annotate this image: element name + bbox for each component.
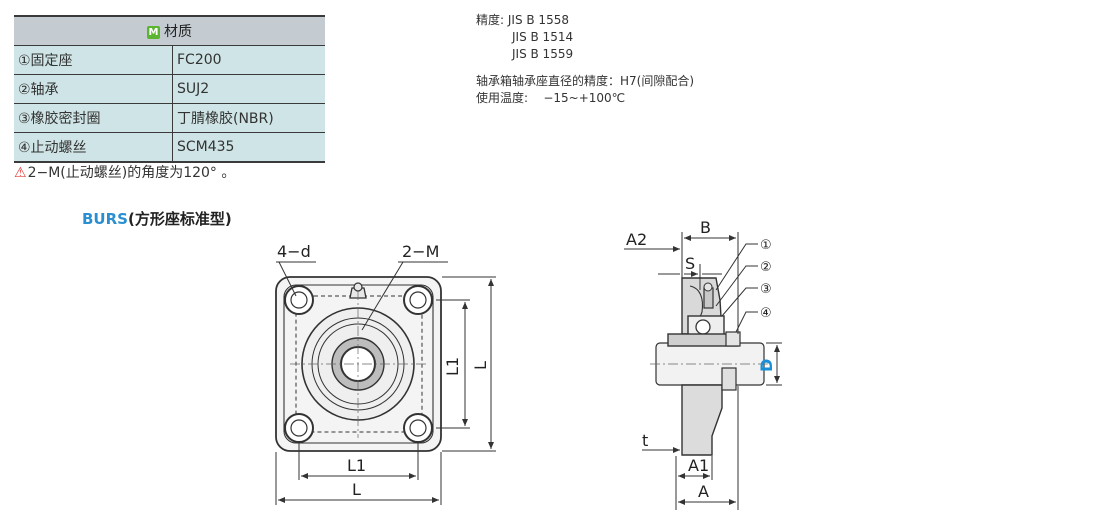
angle-note-text: 2−M(止动螺丝)的角度为120° 。 [27, 165, 236, 181]
standard-item: JIS B 1558 [507, 13, 569, 27]
warning-icon: ⚠ [14, 165, 27, 181]
side-dimensions [624, 232, 782, 510]
table-row: ④止动螺丝 SCM435 [14, 132, 325, 163]
material-table-header-row: M 材质 [14, 15, 325, 46]
material-table-header: M 材质 [14, 15, 325, 46]
model-name: (方形座标准型) [127, 210, 232, 228]
specifications: 精度: JIS B 1558 JIS B 1514 JIS B 1559 轴承箱… [476, 12, 694, 107]
bolt-hole [284, 285, 314, 315]
material-table: M 材质 ①固定座 FC200 ②轴承 SUJ2 ③橡胶密封圈 丁腈橡胶(NBR)… [14, 15, 325, 163]
material-cell: FC200 [172, 45, 325, 75]
part-cell: ②轴承 [14, 74, 173, 104]
part-cell: ④止动螺丝 [14, 132, 173, 163]
precision-line: 精度: JIS B 1558 [476, 12, 694, 29]
screws-label: 2−M [402, 242, 439, 261]
t-label: t [642, 431, 648, 450]
precision-label: 精度: [476, 13, 505, 27]
temperature-value: −15~+100℃ [543, 91, 626, 105]
l1-horizontal-label: L1 [347, 456, 366, 475]
material-cell: SUJ2 [172, 74, 325, 104]
angle-note: ⚠2−M(止动螺丝)的角度为120° 。 [14, 162, 235, 182]
l1-vertical-label: L1 [443, 357, 462, 376]
d-label: D [757, 359, 776, 372]
table-row: ①固定座 FC200 [14, 45, 325, 75]
bolt-hole [403, 285, 433, 315]
a-label: A [698, 482, 709, 501]
standard-item: JIS B 1514 [512, 30, 574, 44]
bore-precision: 轴承箱轴承座直径的精度：H7(间隙配合) [476, 74, 695, 88]
front-view [275, 276, 442, 452]
standard-item: JIS B 1559 [512, 47, 574, 61]
a2-label: A2 [626, 230, 647, 249]
b-label: B [700, 218, 711, 237]
side-view [650, 277, 770, 456]
callout-2: ② [760, 260, 772, 275]
callout-4: ④ [760, 306, 772, 321]
material-cell: SCM435 [172, 132, 325, 163]
callout-3: ③ [760, 282, 772, 297]
l-vertical-label: L [471, 361, 490, 370]
bolt-hole [403, 413, 433, 443]
temperature-line: 使用温度: −15~+100℃ [476, 90, 694, 107]
part-cell: ③橡胶密封圈 [14, 103, 173, 133]
bolt-hole [284, 413, 314, 443]
a1-label: A1 [688, 456, 709, 475]
s-label: S [685, 254, 695, 273]
model-code: BURS [82, 210, 128, 228]
material-cell: 丁腈橡胶(NBR) [172, 103, 325, 133]
table-row: ②轴承 SUJ2 [14, 74, 325, 104]
material-badge-icon: M [147, 26, 160, 39]
front-dimensions [275, 261, 496, 505]
temperature-label: 使用温度: [476, 91, 529, 105]
model-title: BURS(方形座标准型) [82, 208, 232, 229]
l-horizontal-label: L [352, 480, 361, 499]
holes-label: 4−d [277, 242, 311, 261]
material-header-label: 材质 [164, 24, 192, 40]
table-row: ③橡胶密封圈 丁腈橡胶(NBR) [14, 103, 325, 133]
part-cell: ①固定座 [14, 45, 173, 75]
callout-1: ① [760, 238, 772, 253]
